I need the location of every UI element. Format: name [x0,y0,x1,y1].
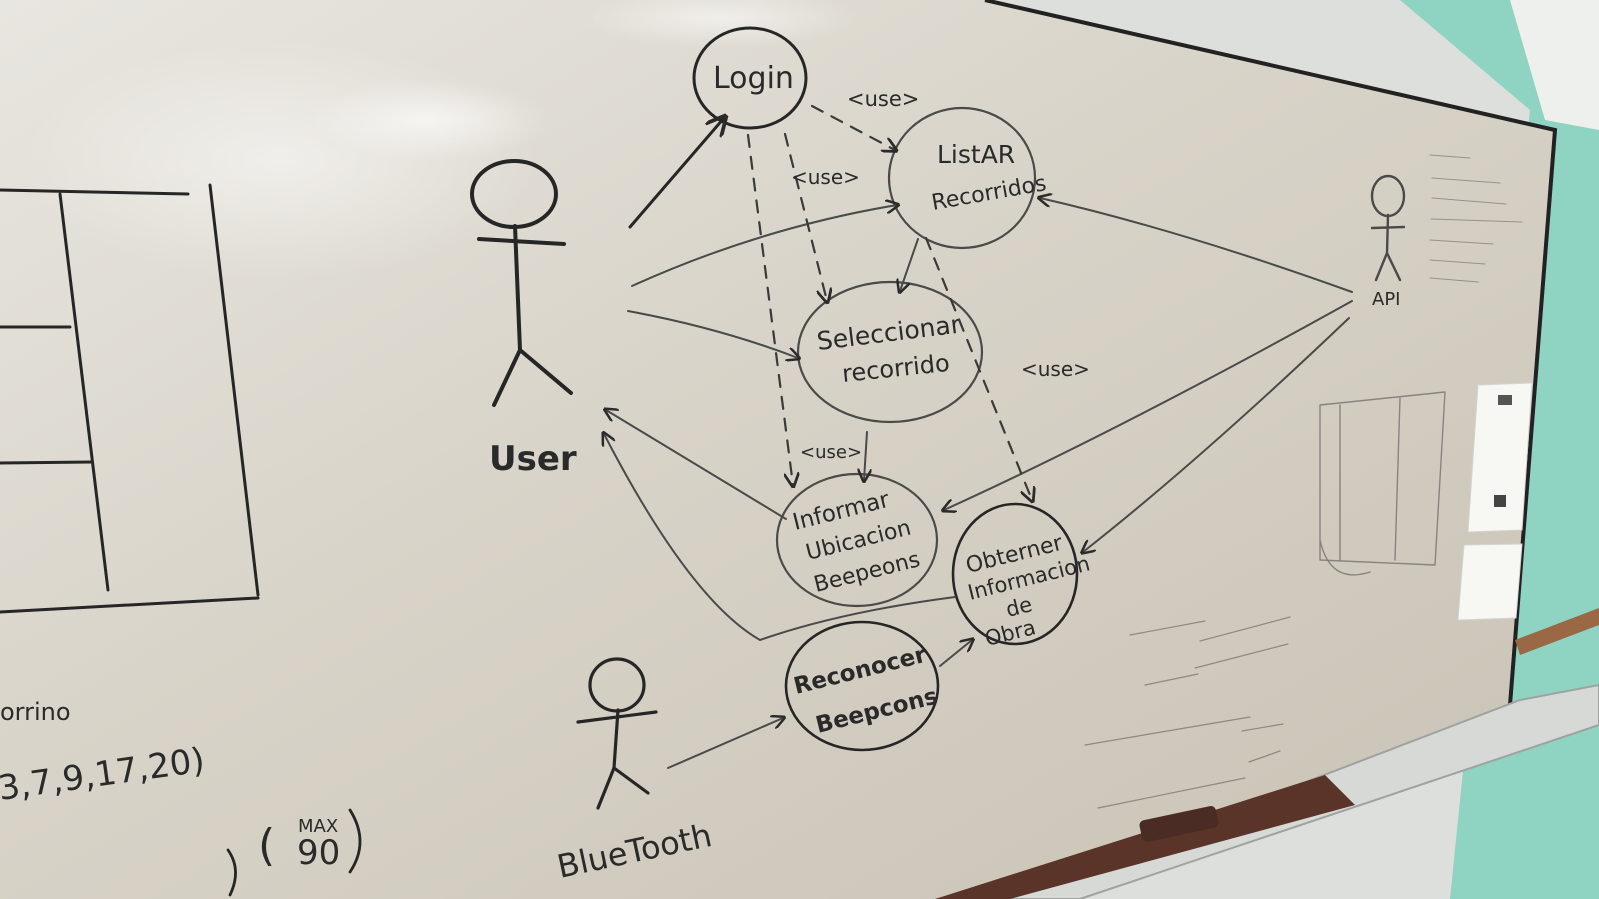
listar-to-seleccionar-arrow [900,238,919,291]
left-note-paren: ( [258,820,275,871]
side-wood-strip [1515,608,1599,655]
old-table-line [0,188,190,196]
glare-spot [310,80,550,160]
glare-spot [20,40,540,280]
use-case-login: Login [692,26,808,130]
use-label-4: <use> [800,442,862,463]
paper-note [1467,382,1533,533]
login-to-informar-dashed [746,133,793,485]
left-note-word: orrino [0,698,71,726]
user-actor-label: User [489,439,577,479]
eraser [1139,806,1219,842]
wall-light [1510,0,1599,130]
obtener-to-user-arrow [604,434,956,641]
use-case-ellipse [692,26,808,130]
reconocer-to-obtener-arrow [939,640,972,667]
use-case-ellipse [887,106,1037,250]
actor-legs [492,348,573,407]
left-note-max-label: MAX [298,816,338,837]
user-to-listar-arrow [631,205,897,287]
max-paren [348,808,362,874]
user-to-login-arrow [628,118,724,229]
faint-sketch [1319,391,1446,576]
api-to-informar-arrow [944,300,1353,510]
actor-body [513,224,522,352]
actor-arms [477,237,566,246]
paper-qr [1494,495,1506,507]
actor-body [1370,213,1406,282]
use-case-ellipse [951,502,1079,646]
old-table-line [58,192,110,592]
use-case-ellipse [784,620,940,752]
whiteboard-frame [984,0,1558,706]
use-label-3: <use> [1021,357,1090,381]
use-case-label-line-1: ListAR [937,140,1015,169]
api-actor-label: API [1372,289,1400,310]
api-to-obtener-arrow [1083,317,1350,552]
user-actor: User [470,159,577,479]
api-actor: API [1370,174,1406,310]
actor-body [576,708,658,810]
seleccionar-to-informar-arrow [864,431,867,480]
listar-to-obtener-dashed [924,236,1032,500]
old-table-line [0,596,260,614]
use-label-2: <use> [791,165,860,189]
api-to-listar-arrow [1040,198,1353,293]
login-to-seleccionar-dashed [783,132,827,301]
left-paren [226,848,237,897]
paper-logo [1498,395,1512,405]
use-case-label: Login [713,61,794,96]
glare-spot [580,0,860,48]
use-label-1: <use> [847,87,919,111]
bluetooth-to-reconocer-arrow [667,718,783,769]
old-table-line [0,460,94,465]
left-note-max-value: 90 [297,833,340,873]
user-to-seleccionar-arrow [627,310,798,358]
paper-note [1457,543,1523,621]
faint-timeline-lines [1084,616,1291,809]
login-to-listar-dashed [810,104,895,150]
faint-notes-lines [1429,154,1523,283]
informar-to-user-arrow [606,410,787,520]
old-table-line [208,183,260,597]
